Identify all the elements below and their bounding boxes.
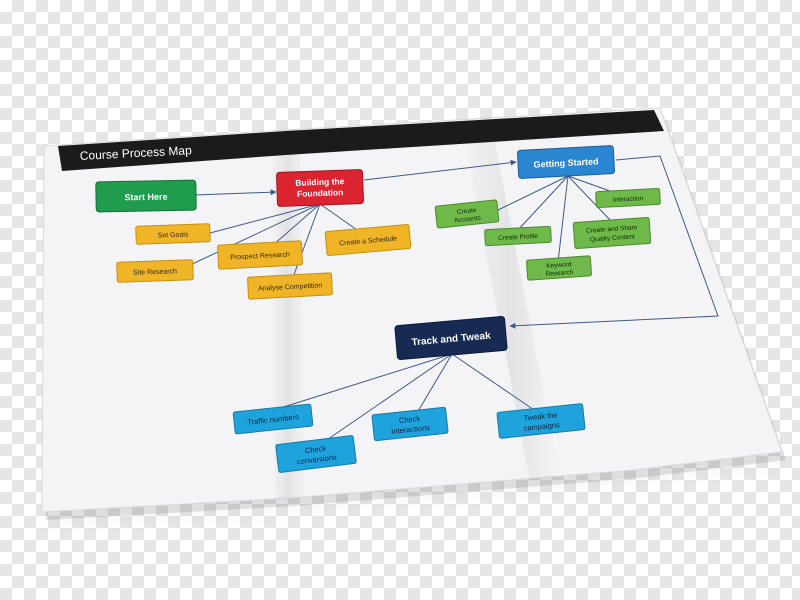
node-track-and-tweak: Track and Tweak xyxy=(394,316,508,360)
connector-start-to-foundation xyxy=(194,189,277,196)
paper-sheet: Course Process Map xyxy=(41,107,786,520)
connector-foundation-set-goals xyxy=(209,203,321,234)
node-tweak-campaigns-label-2: campaigns xyxy=(523,420,560,433)
node-prospect-research: Prospect Research xyxy=(217,240,303,270)
node-interaction-label: Interaction xyxy=(613,195,644,204)
node-traffic-numbers: Traffic numbers xyxy=(232,403,314,435)
node-analyse-competition-label: Analyse Competition xyxy=(258,282,323,292)
node-site-research-label: Site Research xyxy=(133,268,177,277)
connectors xyxy=(187,155,719,447)
node-create-share-label-1: Create and Share xyxy=(586,224,638,235)
node-check-interactions: Check Interactions xyxy=(371,406,449,442)
node-interaction: Interaction xyxy=(595,187,661,209)
node-building-foundation-label-2: Foundation xyxy=(297,187,344,199)
header-bar xyxy=(58,110,664,171)
node-site-research: Site Research xyxy=(116,259,194,283)
node-create-share-label-2: Quality Content xyxy=(590,233,635,243)
node-keyword-research-label-1: Keyword xyxy=(546,261,572,270)
node-create-accounts: Create Accounts xyxy=(434,199,500,229)
node-check-conversions-label-1: Check xyxy=(304,444,326,456)
node-create-schedule: Create a Schedule xyxy=(324,224,412,256)
node-prospect-research-label: Prospect Research xyxy=(230,251,290,261)
node-create-profile-label: Create Profile xyxy=(498,233,538,242)
node-getting-started-label: Getting Started xyxy=(533,156,598,169)
node-building-foundation: Building the Foundation xyxy=(276,169,364,207)
paper-surface xyxy=(41,107,783,513)
connector-track-interactions xyxy=(413,353,453,419)
connector-gs-accounts xyxy=(493,175,569,213)
connector-foundation-schedule xyxy=(319,203,361,233)
node-keyword-research-label-2: Research xyxy=(545,269,574,278)
node-check-conversions: Check conversions xyxy=(275,435,357,473)
node-set-goals-label: Set Goals xyxy=(158,231,189,239)
connector-gs-keyword xyxy=(557,175,569,263)
connector-gs-create-share xyxy=(567,175,613,223)
connector-foundation-to-getting-started xyxy=(363,159,517,181)
node-keyword-research: Keyword Research xyxy=(526,255,592,281)
map-title: Course Process Map xyxy=(79,143,192,163)
connector-getting-started-to-track xyxy=(509,155,719,329)
node-tweak-campaigns: Tweak the campaigns xyxy=(496,403,586,439)
node-start-here-label: Start Here xyxy=(124,192,167,203)
node-tweak-campaigns-label-1: Tweak the xyxy=(523,410,558,423)
connector-track-tweak xyxy=(451,353,541,415)
node-analyse-competition: Analyse Competition xyxy=(247,272,333,300)
node-create-share: Create and Share Quality Content xyxy=(572,217,652,249)
node-set-goals: Set Goals xyxy=(135,223,211,245)
connector-track-conversions xyxy=(317,353,453,447)
node-building-foundation-label-1: Building the xyxy=(295,176,345,188)
node-check-interactions-label-1: Check xyxy=(398,414,420,425)
node-create-accounts-label-2: Accounts xyxy=(454,215,482,225)
connector-track-traffic xyxy=(273,353,453,411)
connector-foundation-prospect xyxy=(271,203,321,247)
node-create-accounts-label-1: Create xyxy=(457,207,478,216)
node-getting-started: Getting Started xyxy=(516,145,616,179)
connector-gs-profile xyxy=(517,175,569,231)
connector-foundation-site-research xyxy=(187,203,321,267)
node-create-profile: Create Profile xyxy=(484,225,552,247)
connector-foundation-analyse xyxy=(291,203,321,281)
node-check-interactions-label-2: Interactions xyxy=(391,423,431,436)
node-start-here: Start Here xyxy=(95,179,197,213)
